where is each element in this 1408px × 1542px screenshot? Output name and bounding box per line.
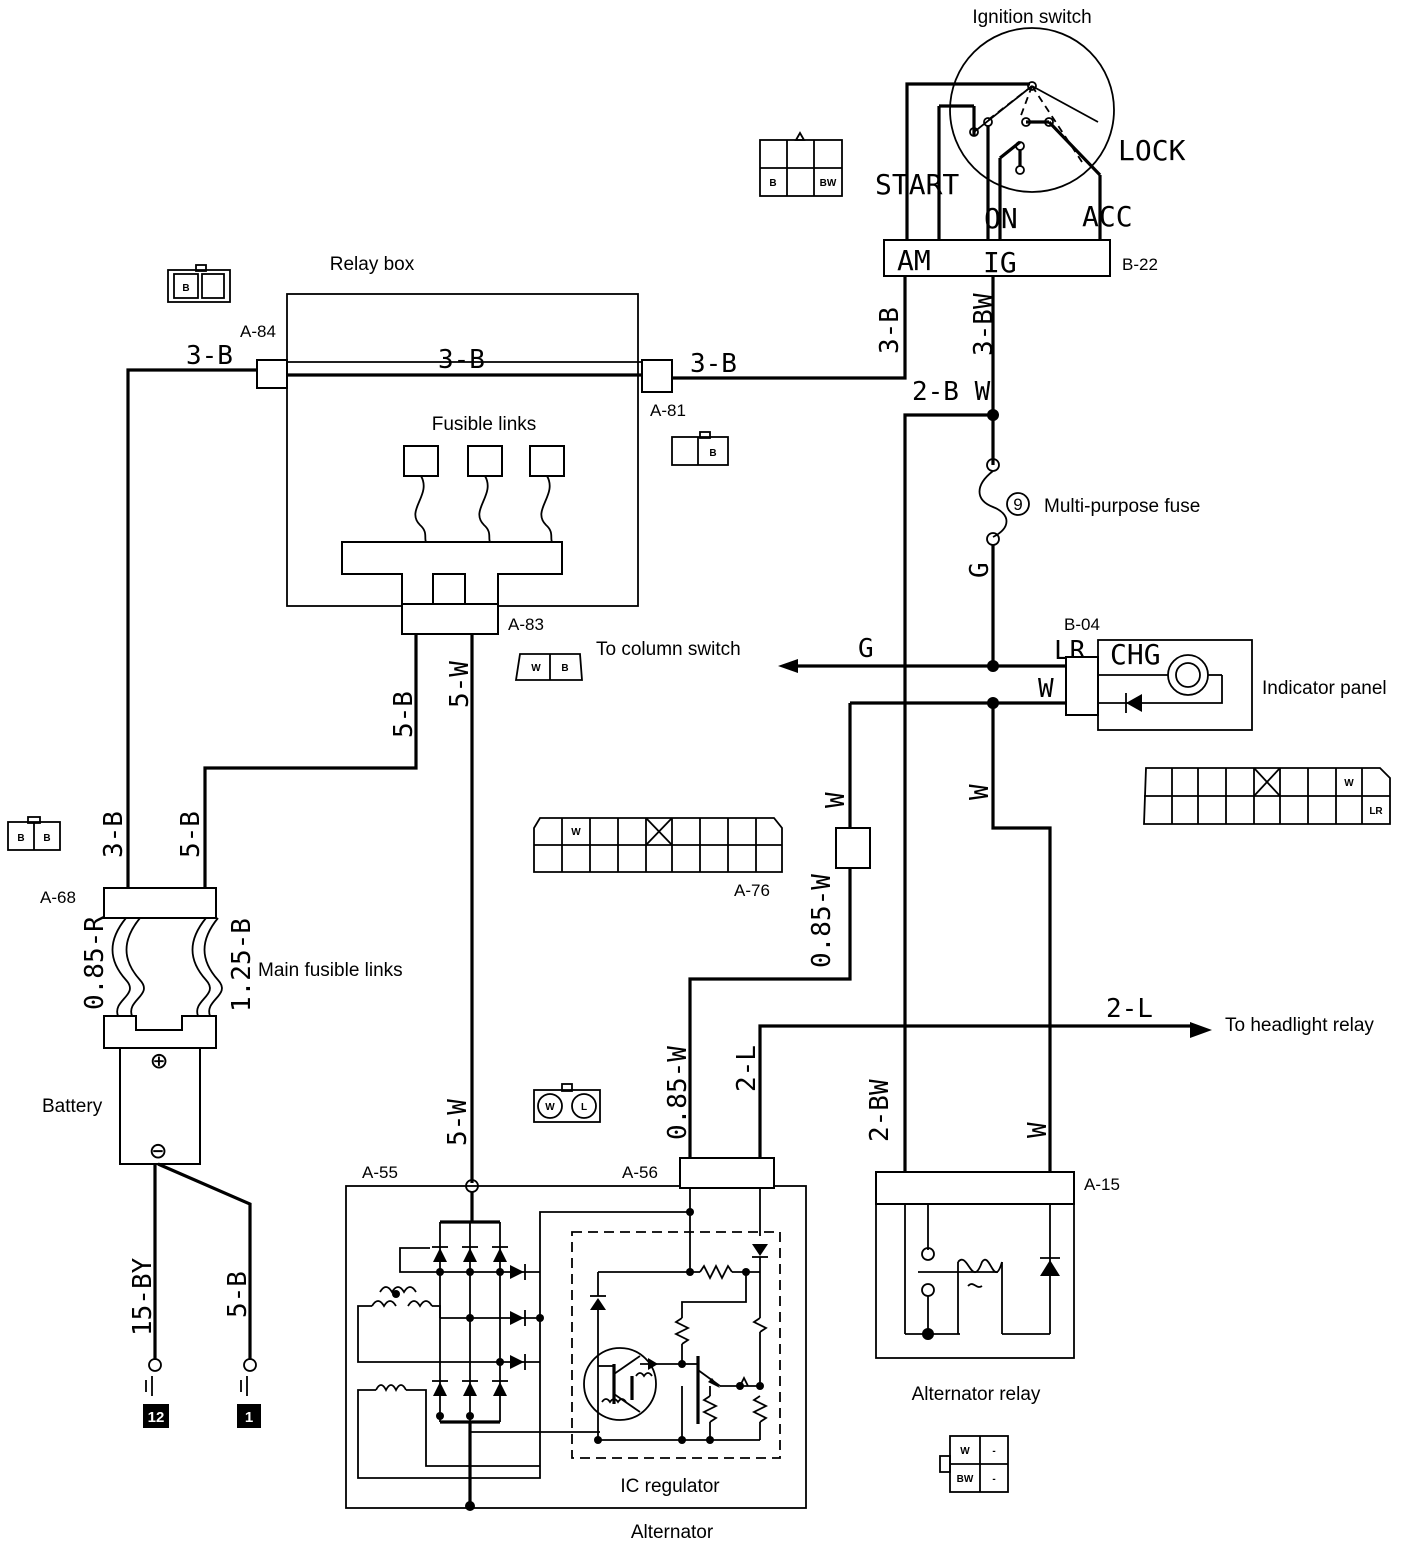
a81-label: A-81 [650, 401, 686, 420]
a15-label: A-15 [1084, 1175, 1120, 1194]
wire-3b-a81: 3-B [690, 349, 737, 379]
svg-text:W: W [1344, 778, 1354, 789]
alternator: A-55 A-56 [345, 1157, 807, 1542]
a76-label: A-76 [734, 881, 770, 900]
wire-3b-box: 3-B [438, 345, 485, 375]
relay-box-title: Relay box [330, 254, 415, 275]
w-terminal-label: W [1038, 674, 1054, 704]
alternator-relay-label: Alternator relay [912, 1384, 1041, 1405]
pin-diagram-a84: B [167, 264, 231, 303]
on-label: ON [984, 202, 1018, 235]
b22-label: B-22 [1122, 255, 1158, 274]
svg-text:B: B [43, 833, 50, 844]
pin-bw: BW [820, 178, 837, 189]
pin-diagram-a76: W A-76 [533, 817, 783, 900]
wire-125b: 1.25-B [227, 918, 257, 1012]
wire-g-fuse: G [965, 562, 995, 578]
svg-text:LR: LR [1369, 806, 1383, 817]
indicator-panel-label: Indicator panel [1262, 678, 1387, 699]
to-column-switch-label: To column switch [596, 639, 741, 660]
battery-minus: ⊖ [150, 1134, 167, 1167]
b04-label: B-04 [1064, 615, 1100, 634]
am-terminal: AM [897, 244, 931, 277]
a55-label: A-55 [362, 1163, 398, 1182]
svg-text:B: B [182, 283, 189, 294]
pin-b: B [769, 178, 776, 189]
to-headlight-relay-label: To headlight relay [1225, 1015, 1374, 1036]
wire-w-panel: W [965, 784, 995, 800]
alternator-relay: A-15 Alternator relay [875, 1171, 1120, 1405]
svg-text:B: B [709, 448, 716, 459]
start-label: START [875, 168, 959, 201]
battery-label: Battery [42, 1096, 103, 1117]
svg-text:W: W [531, 663, 541, 674]
ic-regulator-label: IC regulator [620, 1476, 720, 1497]
svg-text:W: W [960, 1446, 970, 1457]
acc-label: ACC [1082, 200, 1133, 233]
wire-5w-a83: 5-W [445, 661, 475, 708]
wire-3b-battery: 3-B [99, 811, 129, 858]
ignition-switch: Ignition switch START LOCK ON ACC [875, 7, 1186, 240]
pin-diagram-a56: W L [533, 1083, 601, 1123]
wire-g-column: G [858, 634, 874, 664]
pin-diagram-b04: W LR [1143, 767, 1391, 825]
wire-2bw-relay: 2-BW [865, 1079, 895, 1142]
chg-label: CHG [1110, 638, 1161, 671]
pin-diagram-a81: B [671, 431, 729, 466]
ground-1: 1 [245, 1409, 253, 1426]
wires-top: 9 Multi-purpose fuse To column switch To… [126, 276, 1374, 1183]
wire-085r: 0.85-R [80, 916, 110, 1010]
svg-text:-: - [992, 1446, 995, 1457]
battery-section: A-68 Main fusible links ⊕ ⊖ Battery 12 1 [40, 887, 403, 1428]
svg-text:BW: BW [957, 1474, 974, 1485]
wire-w-relay: W [1023, 1122, 1053, 1138]
fuse-number: 9 [1013, 495, 1022, 514]
ignition-switch-title: Ignition switch [972, 7, 1091, 28]
wire-5b-ground: 5-B [223, 1271, 253, 1318]
pin-diagram-b22: B BW [759, 131, 843, 197]
a83-label: A-83 [508, 615, 544, 634]
svg-text:-: - [992, 1474, 995, 1485]
wire-15by: 15-BY [128, 1257, 158, 1336]
ground-12: 12 [148, 1409, 165, 1426]
wire-5b-a83: 5-B [389, 691, 419, 738]
a68-label: A-68 [40, 888, 76, 907]
indicator-panel: B-04 CHG Indicator panel [1064, 615, 1387, 731]
wire-2bw-top: 2-B W [912, 377, 991, 407]
svg-text:W: W [571, 827, 581, 838]
a56-label: A-56 [622, 1163, 658, 1182]
svg-text:W: W [545, 1102, 555, 1113]
svg-text:B: B [561, 663, 568, 674]
battery-plus: ⊕ [151, 1044, 168, 1077]
wire-5b-battery: 5-B [176, 811, 206, 858]
svg-text:L: L [581, 1102, 587, 1113]
pin-diagram-a68: B B [7, 816, 61, 851]
wire-5w-alt: 5-W [443, 1099, 473, 1146]
pin-diagram-a15: W - BW - [939, 1435, 1009, 1493]
fusible-links-title: Fusible links [432, 414, 537, 435]
wire-w-a76: W [821, 792, 851, 808]
a84-label: A-84 [240, 322, 276, 341]
lock-label: LOCK [1118, 134, 1186, 167]
wire-2l-headlight: 2-L [1106, 994, 1153, 1024]
wire-085w-upper: 0.85-W [807, 874, 837, 968]
wire-085w-lower: 0.85-W [663, 1046, 693, 1140]
main-fusible-links-label: Main fusible links [258, 960, 403, 981]
wire-2l-alt: 2-L [732, 1045, 762, 1092]
relay-box: Relay box Fusible links A-84 A-81 A-83 [240, 254, 686, 635]
wire-3b-am: 3-B [875, 307, 905, 354]
alternator-label: Alternator [631, 1522, 714, 1542]
wire-3b-a84: 3-B [186, 341, 233, 371]
connector-b22: AM IG B-22 [883, 239, 1158, 279]
wire-labels: 3-B 3-B 3-B 2-B W LR W G 3-B 3-BW G W W … [80, 293, 1153, 1336]
wire-3bw: 3-BW [969, 293, 999, 356]
pin-diagram-a83: W B [514, 653, 583, 681]
ig-terminal: IG [983, 246, 1017, 279]
multi-purpose-fuse-label: Multi-purpose fuse [1044, 496, 1200, 517]
svg-text:B: B [17, 833, 24, 844]
